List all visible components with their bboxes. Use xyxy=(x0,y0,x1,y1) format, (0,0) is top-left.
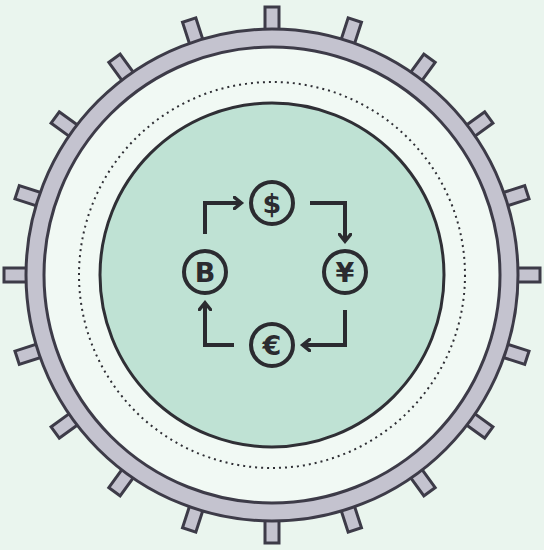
currency-circle: $ xyxy=(248,179,296,227)
currency-symbol: € xyxy=(263,332,282,359)
currency-circle: ¥ xyxy=(321,248,369,296)
dotted-circle xyxy=(79,82,465,468)
currency-circle: B xyxy=(181,248,229,296)
circle-border xyxy=(251,324,293,366)
gear-inner-ring xyxy=(44,47,500,503)
currency-circle: € xyxy=(248,321,296,369)
circle-border xyxy=(324,251,366,293)
exchange-arrow xyxy=(205,203,240,234)
exchange-arrow xyxy=(304,310,345,345)
center-disc xyxy=(100,103,444,447)
currency-symbol: $ xyxy=(263,190,282,217)
currency-symbol: B xyxy=(195,259,216,286)
circle-border xyxy=(184,251,226,293)
currency-symbol: ¥ xyxy=(336,259,355,286)
gear-teeth xyxy=(4,7,540,543)
exchange-arrow xyxy=(310,203,345,240)
exchange-arrow xyxy=(205,304,234,345)
gear-ring xyxy=(26,29,518,521)
circle-border xyxy=(251,182,293,224)
